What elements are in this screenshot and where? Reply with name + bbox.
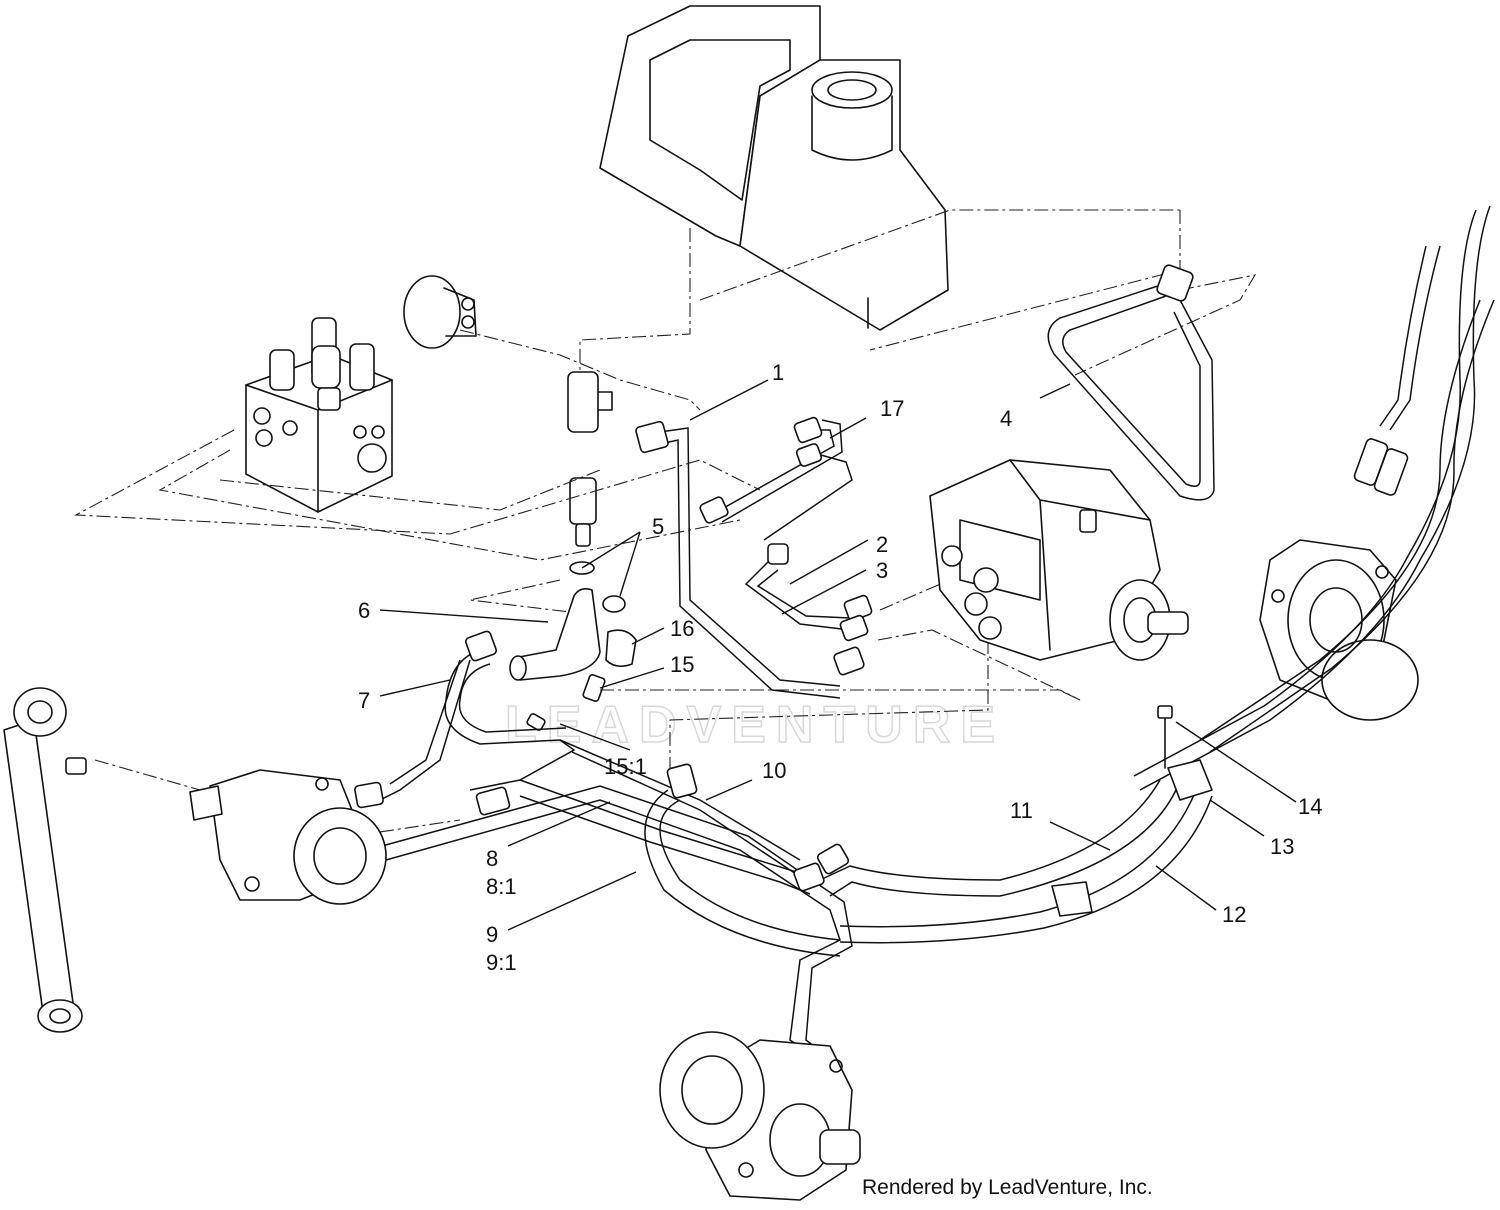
callout-15-1: 15:1 [604, 754, 647, 779]
callout-8-1: 8:1 [486, 874, 517, 899]
watermark-text: LEADVENTURE [505, 696, 1005, 754]
hydraulic-tank [599, 5, 949, 331]
hydraulic-tube-1 [635, 420, 865, 699]
callout-7: 7 [358, 688, 370, 713]
callout-15: 15 [670, 652, 694, 677]
hose-clamp-parts [526, 629, 637, 731]
steering-cylinder [3, 687, 87, 1033]
tee-fitting-stack [567, 371, 613, 575]
callout-9: 9 [486, 922, 498, 947]
callout-13: 13 [1270, 834, 1294, 859]
callout-12: 12 [1222, 902, 1246, 927]
elbow-fitting [509, 588, 626, 681]
right-hose-bundle [1133, 205, 1495, 791]
callout-10: 10 [762, 758, 786, 783]
mounting-plate-fitting [403, 275, 477, 349]
callout-9-1: 9:1 [486, 950, 517, 975]
callout-5: 5 [652, 514, 664, 539]
left-hose-bundle [354, 630, 853, 1061]
hydraulic-tubes-2-3-17 [699, 416, 873, 642]
callout-3: 3 [876, 558, 888, 583]
callout-leader-lines [379, 379, 1297, 931]
callout-17: 17 [880, 396, 904, 421]
callout-2: 2 [876, 532, 888, 557]
callout-4: 4 [1000, 406, 1012, 431]
callout-14: 14 [1298, 794, 1322, 819]
bottom-wheel-motor [659, 1031, 861, 1201]
callout-16: 16 [670, 616, 694, 641]
callout-11: 11 [1010, 798, 1033, 823]
left-wheel-motor [189, 769, 387, 905]
callout-8: 8 [486, 846, 498, 871]
callout-1: 1 [772, 360, 784, 385]
callout-6: 6 [358, 598, 370, 623]
hydraulic-tube-4 [1047, 264, 1215, 501]
right-wheel-motor [1259, 539, 1419, 721]
control-valve-manifold [245, 317, 393, 513]
main-hoses-11-12 [819, 705, 1213, 944]
render-credit: Rendered by LeadVenture, Inc. [862, 1176, 1153, 1199]
callout-labels: 1 2 3 4 5 6 7 8 8:1 9 9:1 10 11 12 13 14… [358, 360, 1322, 975]
hydrostatic-pump [929, 459, 1189, 661]
